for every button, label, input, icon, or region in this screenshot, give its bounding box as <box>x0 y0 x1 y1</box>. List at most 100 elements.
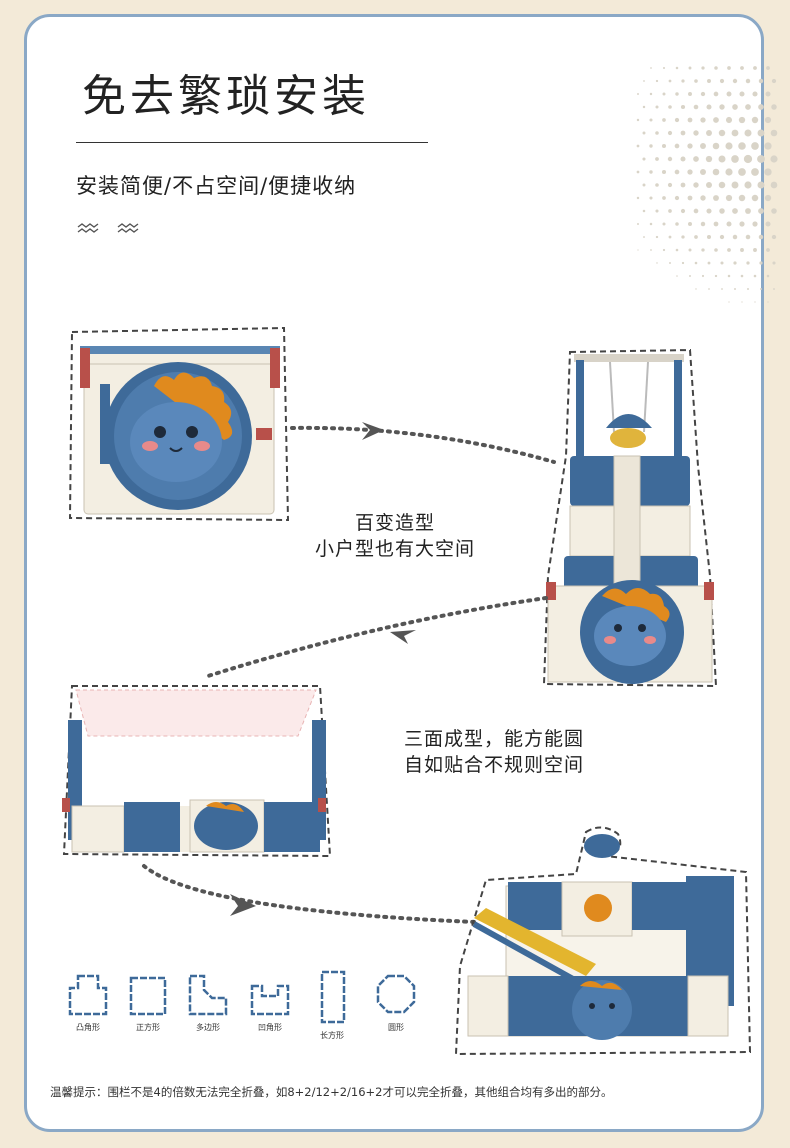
halftone-dot <box>740 274 744 278</box>
halftone-dot <box>680 156 686 162</box>
halftone-dot <box>694 261 698 265</box>
halftone-dot <box>636 196 640 200</box>
halftone-dot <box>637 223 639 225</box>
halftone-dot <box>693 182 699 188</box>
halftone-dot <box>746 261 750 265</box>
halftone-dot <box>757 181 765 189</box>
halftone-dot <box>771 234 777 240</box>
halftone-dot <box>675 66 679 70</box>
halftone-dot <box>688 248 692 252</box>
halftone-dot <box>693 104 699 110</box>
halftone-dot <box>655 209 659 213</box>
halftone-dot <box>766 274 770 278</box>
halftone-dot <box>718 129 726 137</box>
halftone-dot <box>681 79 685 83</box>
halftone-dot <box>675 248 679 252</box>
halftone-dot <box>700 169 706 175</box>
halftone-dot <box>770 181 778 189</box>
halftone-dot <box>700 91 706 97</box>
halftone-dot <box>694 79 698 83</box>
halftone-dot <box>712 142 720 150</box>
halftone-dot <box>725 168 733 176</box>
halftone-dot <box>745 78 751 84</box>
variety-caption-line2: 小户型也有大空间 <box>314 538 475 560</box>
page-title: 免去繁琐安装 <box>82 71 370 122</box>
halftone-dot <box>695 288 697 290</box>
shape-label: 圆形 <box>388 1023 404 1032</box>
halftone-dot <box>727 248 731 252</box>
halftone-dot <box>713 221 719 227</box>
halftone-dot <box>674 195 680 201</box>
halftone-dot <box>687 169 693 175</box>
shape-option-convex: 凸角形 <box>58 970 118 1033</box>
folding-notice: 温馨提示：围栏不是4的倍数无法完全折叠，如8+2/12+2/16+2才可以完全折… <box>50 1085 613 1099</box>
halftone-dot <box>759 261 763 265</box>
title-divider <box>76 142 428 143</box>
halftone-dot <box>767 301 769 303</box>
halftone-dot <box>662 222 666 226</box>
shape-label: 多边形 <box>196 1023 220 1032</box>
shape-option-square: 正方形 <box>118 970 178 1033</box>
shape-label: 正方形 <box>136 1023 160 1032</box>
halftone-dot <box>700 143 706 149</box>
shape-caption-line1: 三面成型，能方能圆 <box>404 728 585 750</box>
halftone-dot <box>721 288 723 290</box>
halftone-dot <box>688 66 692 70</box>
halftone-dot <box>674 143 680 149</box>
halftone-dot <box>725 116 733 124</box>
halftone-dot <box>726 221 732 227</box>
halftone-dot <box>744 181 752 189</box>
halftone-dot <box>668 105 672 109</box>
halftone-dot <box>655 235 659 239</box>
halftone-dot <box>713 91 719 97</box>
shape-label: 凸角形 <box>76 1023 100 1032</box>
halftone-dot <box>694 235 698 239</box>
halftone-dot <box>675 92 679 96</box>
halftone-dot <box>642 157 646 161</box>
halftone-dot <box>650 67 652 69</box>
variety-caption-line1: 百变造型 <box>354 512 435 534</box>
halftone-dot <box>667 156 673 162</box>
halftone-dot <box>771 104 777 110</box>
halftone-dot <box>740 248 744 252</box>
halftone-dot <box>655 79 659 83</box>
halftone-dot <box>738 194 746 202</box>
halftone-dot <box>765 91 771 97</box>
dotted-arrow-right-3 <box>142 864 476 924</box>
halftone-dot <box>712 168 720 176</box>
shape-label: 长方形 <box>320 1031 344 1040</box>
halftone-dot <box>753 248 757 252</box>
halftone-dot <box>655 183 659 187</box>
halftone-dot <box>718 181 726 189</box>
halftone-dot <box>751 142 759 150</box>
halftone-dot <box>713 117 719 123</box>
halftone-dot <box>687 195 693 201</box>
halftone-dot <box>649 170 653 174</box>
halftone-dot <box>734 288 736 290</box>
halftone-dot <box>687 221 693 227</box>
halftone-dot <box>668 79 672 83</box>
halftone-dot <box>642 183 646 187</box>
halftone-dot <box>732 104 738 110</box>
halftone-dot <box>668 235 672 239</box>
halftone-dot <box>757 155 765 163</box>
concave-shape-icon <box>250 984 290 1016</box>
halftone-dot <box>766 66 770 70</box>
shape-option-polygon: 多边形 <box>178 970 238 1033</box>
halftone-dot <box>689 275 691 277</box>
halftone-dot <box>706 234 712 240</box>
halftone-dot <box>770 129 778 137</box>
halftone-dot <box>727 66 731 70</box>
halftone-dot <box>681 261 685 265</box>
halftone-dot <box>772 261 776 265</box>
halftone-dot <box>764 194 772 202</box>
halftone-dot <box>731 155 739 163</box>
halftone-dot <box>667 130 673 136</box>
halftone-dot <box>764 168 772 176</box>
halftone-dot <box>655 131 659 135</box>
halftone-dot <box>738 142 746 150</box>
halftone-dot <box>655 105 659 109</box>
halftone-dot <box>642 105 646 109</box>
halftone-dot <box>655 157 659 161</box>
shape-caption-line2: 自如贴合不规则空间 <box>404 754 585 776</box>
